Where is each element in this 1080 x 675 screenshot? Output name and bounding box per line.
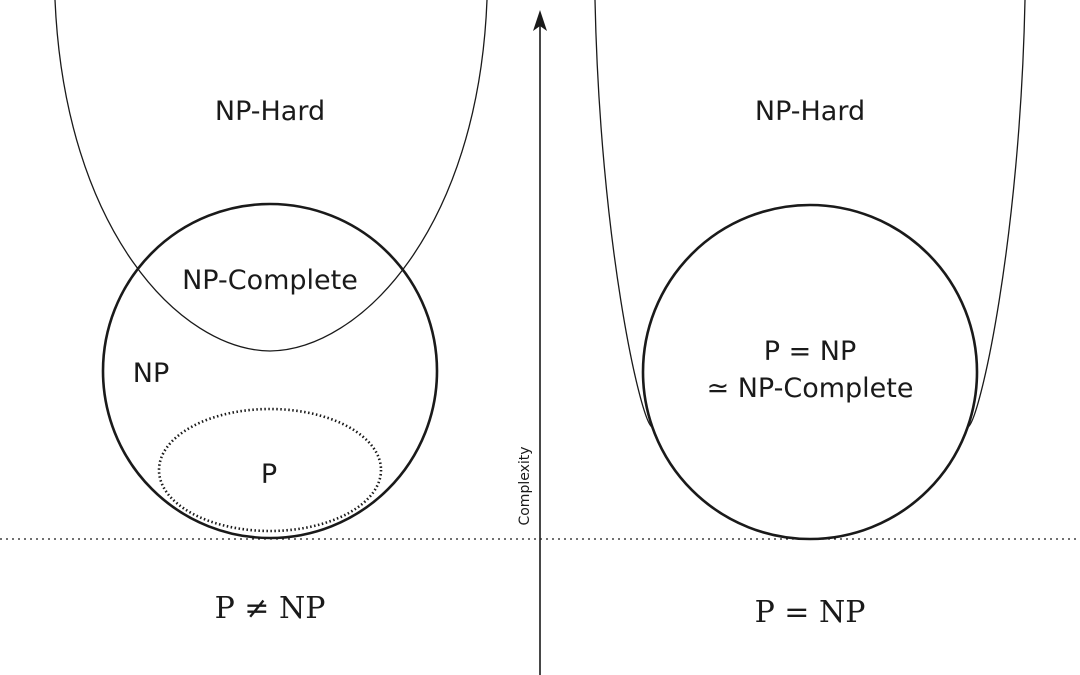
- p-ellipse: [157, 407, 383, 533]
- right-panel: NP-Hard P = NP ≃ NP-Complete P = NP: [594, 0, 1026, 630]
- p-equals-np-circle: [641, 203, 979, 541]
- left-formula: P ≠ NP: [215, 591, 326, 626]
- right-formula: P = NP: [755, 595, 866, 630]
- left-panel: NP-Hard NP-Complete NP P P ≠ NP: [54, 0, 488, 626]
- axis-arrow-icon: [533, 10, 547, 31]
- np-hard-region: [54, 0, 488, 352]
- np-hard-region-left-edge: [594, 0, 653, 428]
- complexity-axis: Complexity: [517, 10, 547, 675]
- left-np-label: NP: [133, 358, 169, 389]
- right-p-equals-np-label: P = NP: [764, 336, 857, 367]
- np-circle: [101, 202, 439, 540]
- right-np-complete-label: ≃ NP-Complete: [707, 373, 914, 404]
- axis-label: Complexity: [517, 446, 533, 525]
- np-hard-region-right-edge: [967, 0, 1026, 428]
- left-np-complete-label: NP-Complete: [182, 265, 358, 296]
- right-np-hard-label: NP-Hard: [755, 96, 865, 127]
- left-np-hard-label: NP-Hard: [215, 96, 325, 127]
- left-p-label: P: [261, 459, 277, 490]
